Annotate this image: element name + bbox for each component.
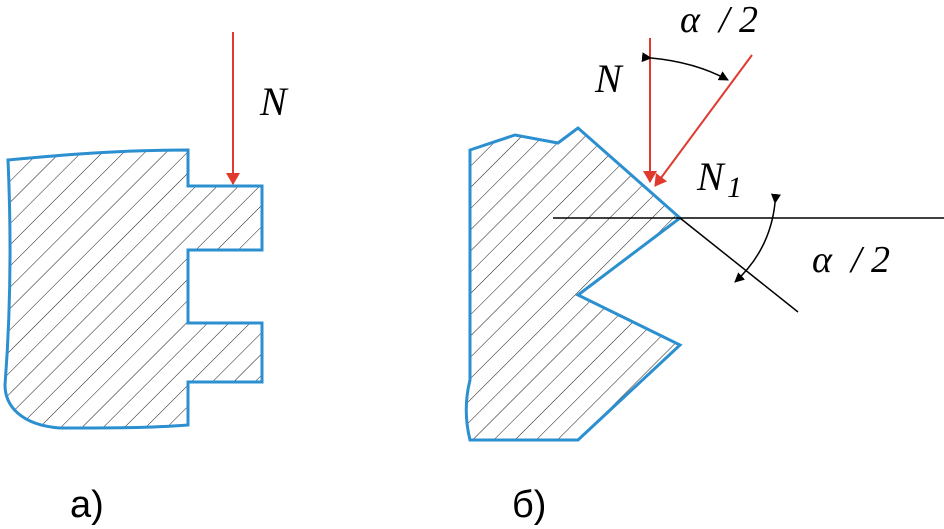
part-b-body xyxy=(464,126,683,442)
force-label-b: N xyxy=(594,56,624,101)
force-label-a: N xyxy=(259,79,289,124)
caption-a: а) xyxy=(70,484,104,526)
force-label-b-normal: N 1 xyxy=(696,154,742,204)
angle-arc-right xyxy=(734,193,781,283)
figure-b: N N 1 α / 2 α / 2 б) xyxy=(464,0,944,526)
part-a-body xyxy=(3,148,264,430)
angle-label-top: α / 2 xyxy=(680,0,758,41)
force-label-b-normal-main: N xyxy=(696,154,726,199)
angle-arc-top xyxy=(641,52,729,81)
figure-a: N а) xyxy=(3,32,289,526)
caption-b: б) xyxy=(512,484,546,526)
force-label-b-normal-subscript: 1 xyxy=(727,171,742,204)
normal-line xyxy=(679,217,799,313)
force-arrow-b-normal xyxy=(654,54,753,187)
angle-label-right: α / 2 xyxy=(812,239,890,281)
